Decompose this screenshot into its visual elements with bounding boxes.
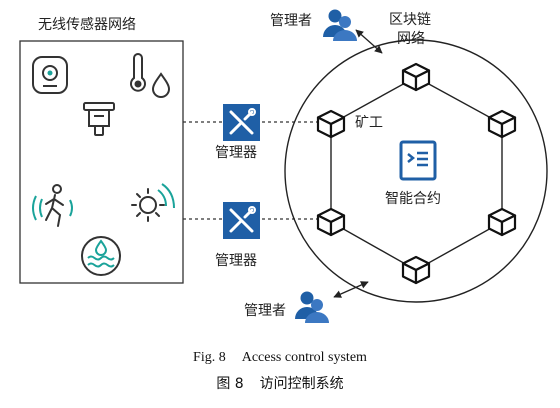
smart-contract-icon	[399, 140, 437, 181]
node-bottom-cube-icon	[401, 255, 431, 285]
smart-device-sensor-icon	[32, 56, 68, 94]
lower-manager-arrow	[333, 281, 369, 298]
blockchain-title-line2: 网络	[397, 31, 425, 47]
smart-contract-label: 智能合约	[385, 191, 441, 207]
node-miner-cube-icon	[316, 109, 346, 139]
sensor-network-title: 无线传感器网络	[38, 17, 136, 33]
lower-manager-label: 管理者	[244, 303, 286, 319]
figure-number-cn: 图 8	[216, 376, 244, 392]
blockchain-title-line1: 区块链	[389, 12, 431, 28]
water-sensor-icon	[81, 236, 121, 276]
motion-sensor-icon	[32, 184, 73, 227]
lower-manager-person-icon	[295, 291, 329, 323]
ceiling-detector-sensor-icon	[83, 102, 115, 136]
temperature-humidity-sensor-icon	[130, 53, 171, 98]
blockchain-nodes	[316, 62, 517, 285]
upper-manager-label: 管理者	[270, 13, 312, 29]
figure-caption-english: Fig. 8 Access control system	[0, 349, 560, 367]
blockchain-network-circle	[284, 39, 548, 303]
figure-number-en: Fig. 8	[193, 350, 226, 365]
upper-manager-person-icon	[323, 9, 357, 41]
node-lower-right-cube-icon	[487, 207, 517, 237]
miner-label: 矿工	[355, 115, 383, 131]
figure-title-en: Access control system	[241, 350, 367, 365]
lower-gateway-label: 管理器	[215, 253, 257, 269]
node-lower-left-cube-icon	[316, 207, 346, 237]
light-sensor-icon	[131, 183, 175, 222]
node-top-cube-icon	[401, 62, 431, 92]
upper-gateway-tools-icon	[223, 104, 260, 141]
figure-title-cn: 访问控制系统	[259, 376, 344, 392]
upper-gateway-label: 管理器	[215, 145, 257, 161]
node-upper-right-cube-icon	[487, 109, 517, 139]
upper-manager-arrow	[355, 29, 383, 54]
figure-caption-chinese: 图 8 访问控制系统	[0, 375, 560, 393]
sensor-network-box	[19, 40, 184, 284]
lower-gateway-tools-icon	[223, 202, 260, 239]
